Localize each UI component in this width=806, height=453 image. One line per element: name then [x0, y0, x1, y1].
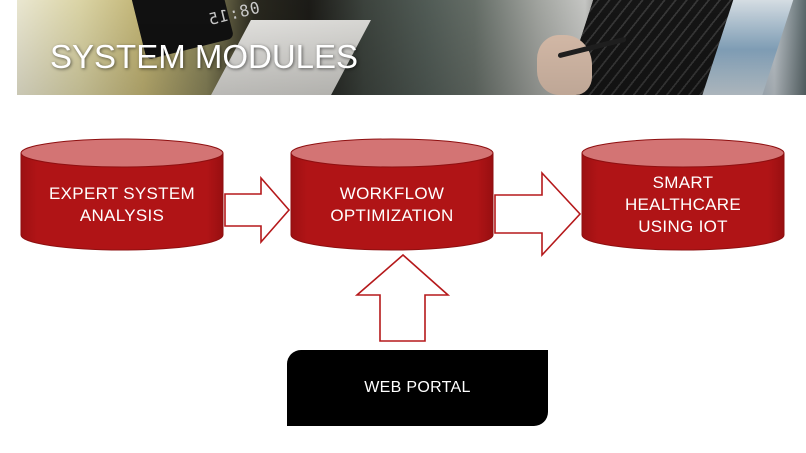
label-line: SMART — [652, 173, 714, 192]
module-label-expert: EXPERT SYSTEM ANALYSIS — [21, 170, 223, 240]
arrow-up-icon — [354, 253, 451, 342]
label-line: USING IOT — [638, 217, 728, 236]
label-line: OPTIMIZATION — [330, 206, 454, 225]
cylinder-workflow — [290, 138, 494, 251]
page-title: SYSTEM MODULES — [50, 38, 359, 75]
arrow-right-icon — [224, 175, 291, 245]
label-line: WORKFLOW — [339, 184, 445, 203]
cylinder-smart-healthcare — [581, 138, 785, 251]
web-portal-box: WEB PORTAL — [287, 350, 548, 426]
web-portal-label: WEB PORTAL — [364, 379, 471, 396]
label-line: HEALTHCARE — [624, 195, 742, 214]
label-line: ANALYSIS — [79, 206, 165, 225]
label-line: EXPERT SYSTEM — [49, 184, 195, 203]
module-label-smart-healthcare: SMART HEALTHCARE USING IOT — [582, 166, 784, 244]
banner-shade — [17, 0, 806, 95]
module-label-workflow: WORKFLOW OPTIMIZATION — [291, 170, 493, 240]
cylinder-expert-system — [20, 138, 224, 251]
arrow-right-icon — [494, 170, 582, 258]
header-banner-image: 08:15 — [17, 0, 806, 95]
hand-graphic — [537, 35, 592, 95]
